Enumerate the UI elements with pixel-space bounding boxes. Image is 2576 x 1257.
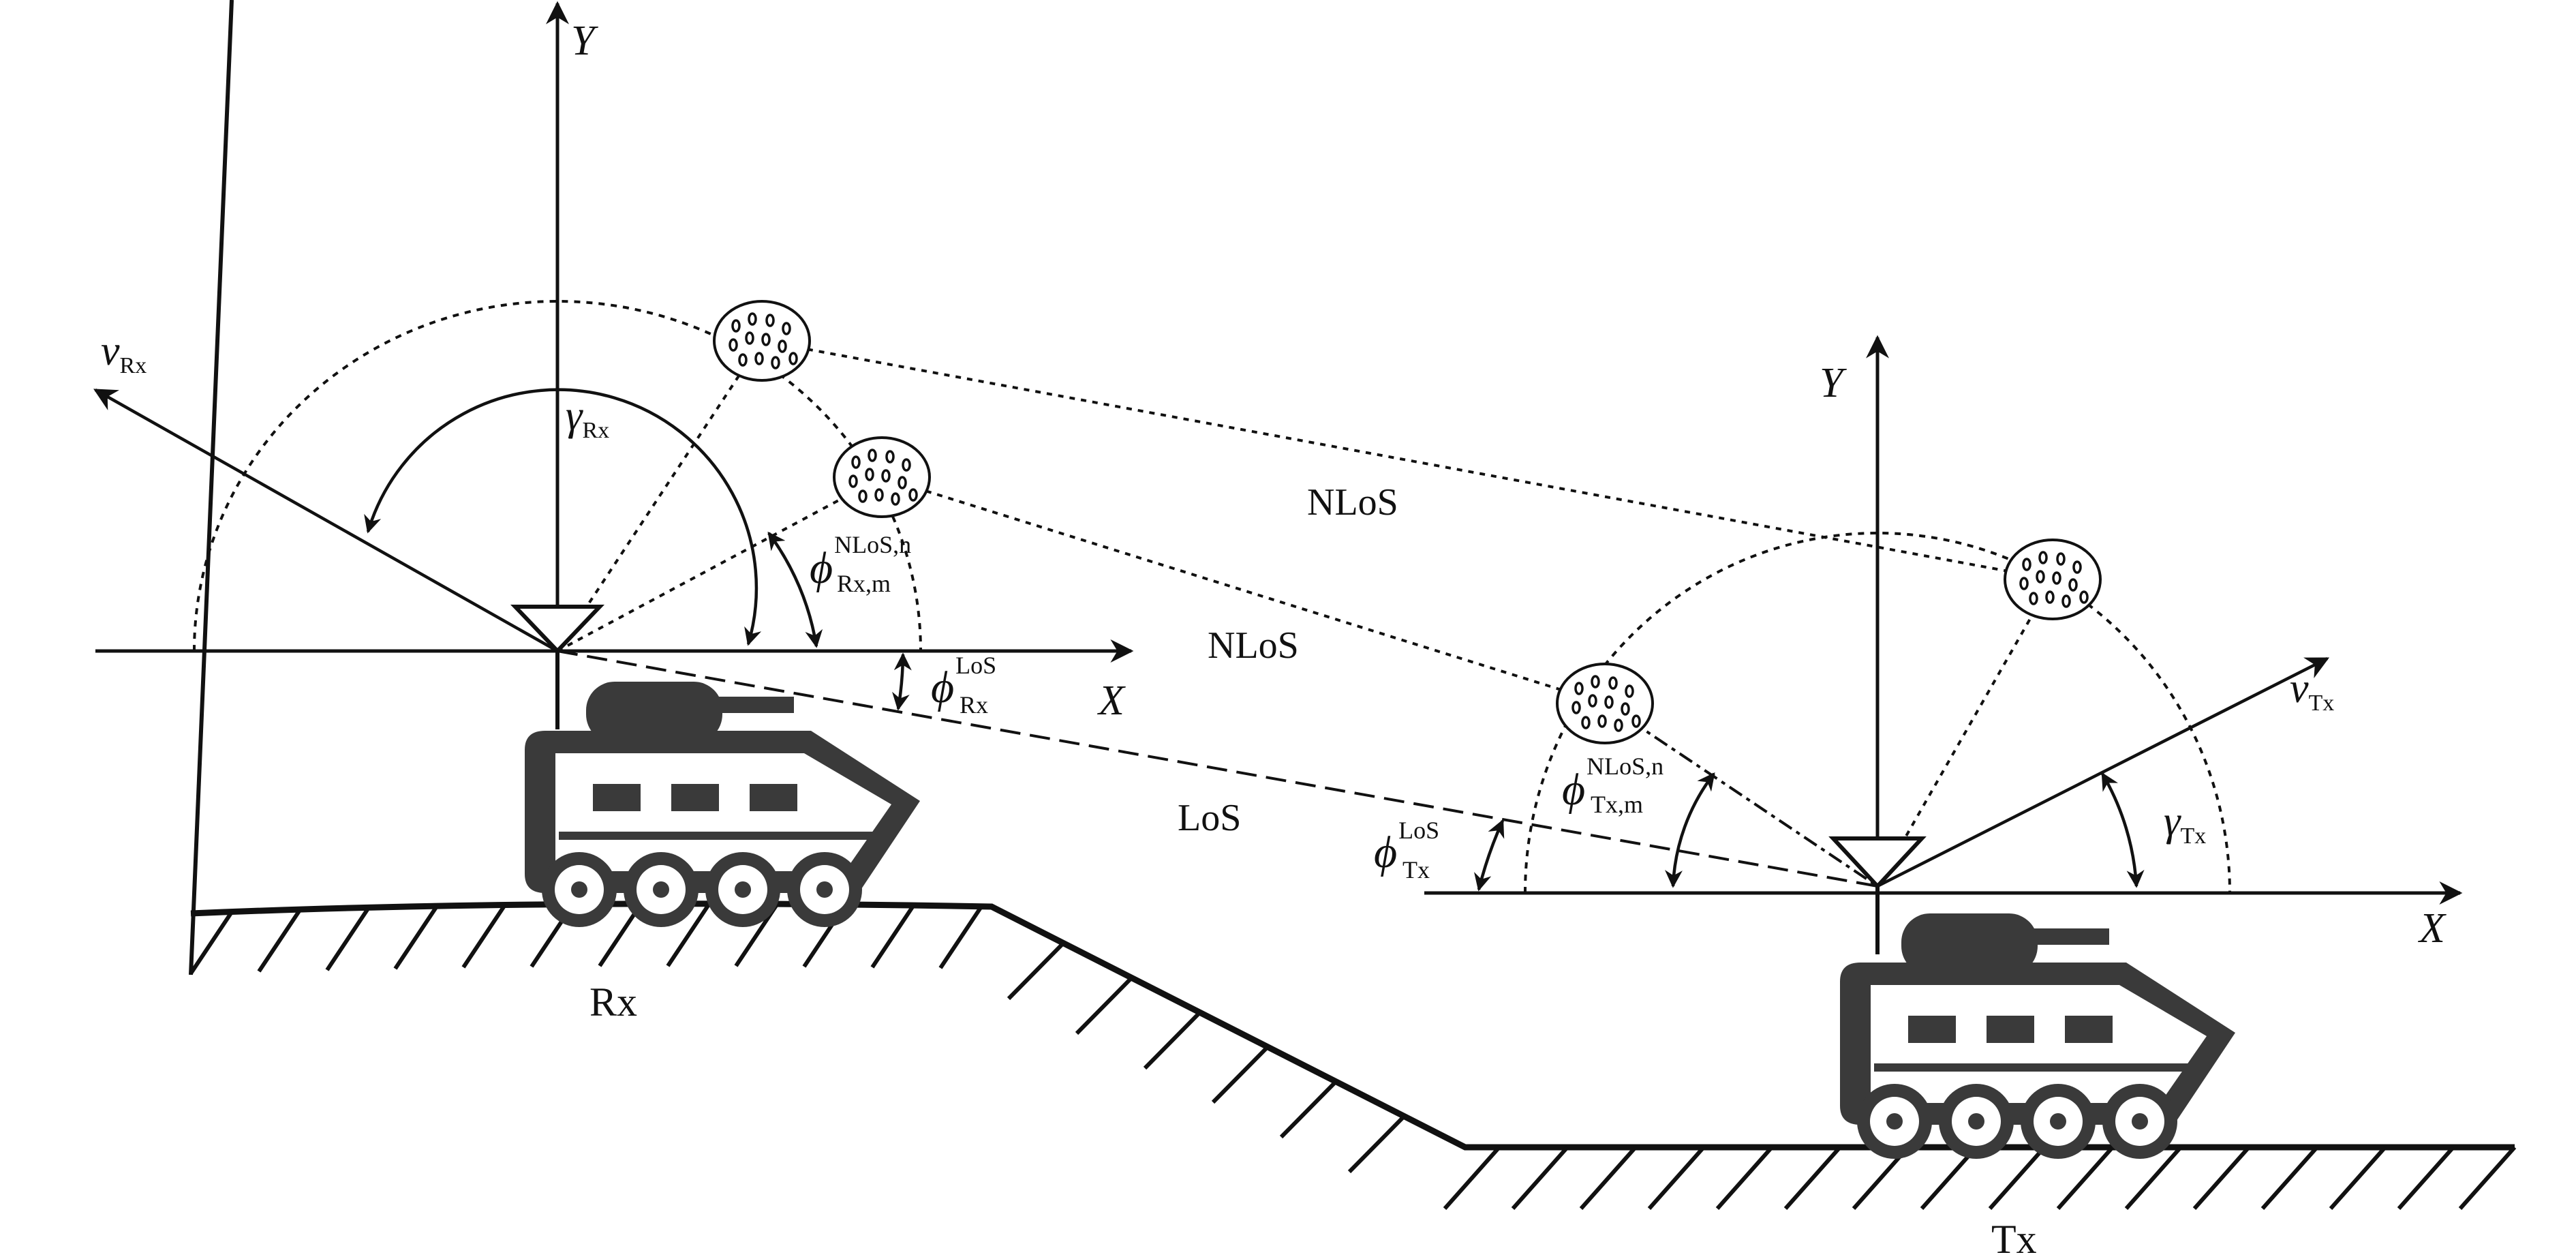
phi-rx-los-label: ϕLoS: [931, 652, 996, 712]
rx-vehicle-icon: [525, 682, 920, 927]
tx-label: Tx: [1991, 1217, 2037, 1257]
gamma-rx-label: γRx: [566, 393, 609, 443]
nlos-upper-path-rx: [556, 339, 763, 652]
scatterer-icon: [833, 436, 931, 518]
tx-antenna-icon: [1828, 836, 1927, 954]
rx-label: Rx: [589, 980, 637, 1025]
nlos-lower-label: NLoS: [1208, 624, 1299, 667]
scatterer-icon: [1556, 663, 1654, 744]
scatterer-icon: [713, 300, 811, 382]
tx-y-axis-label: Y: [1820, 360, 1847, 406]
tx-velocity-arrow: [1876, 656, 2330, 888]
phi-tx-nlos-arc: [1664, 772, 1715, 888]
tx-axes: [1424, 335, 2463, 954]
rx-scatter-ring: [193, 300, 922, 652]
los-path: [557, 650, 1878, 888]
phi-rx-los-arc: [892, 652, 912, 711]
gamma-rx-arc: [364, 388, 762, 646]
phi-rx-nlos-label: ϕNLoS,n: [810, 531, 911, 593]
phi-tx-los-sub: Tx: [1402, 856, 1430, 883]
phi-tx-los-arc: [1474, 819, 1505, 892]
nlos-upper-label: NLoS: [1307, 481, 1398, 524]
rx-x-axis-label: X: [1097, 678, 1126, 724]
nlos-upper-path-tx: [1876, 579, 2054, 887]
phi-tx-nlos-label: ϕNLoS,n: [1562, 753, 1663, 815]
v-rx-label: vRx: [101, 328, 147, 378]
gamma-tx-label: γTx: [2164, 798, 2206, 849]
phi-tx-nlos-sub: Tx,m: [1591, 791, 1643, 818]
v-tx-label: vTx: [2290, 665, 2334, 716]
angle-arcs: [364, 388, 2145, 892]
rx-y-axis-label: Y: [571, 18, 598, 64]
nlos-lower-path-tx: [1604, 702, 1879, 888]
tx-x-axis-label: X: [2417, 905, 2447, 952]
phi-rx-nlos-arc: [767, 531, 823, 648]
scatterer-icon: [2004, 539, 2102, 620]
tx-vehicle-icon: [1840, 913, 2235, 1159]
gamma-tx-arc: [2101, 772, 2145, 888]
nlos-upper-path-mid: [761, 339, 2053, 581]
phi-tx-los-label: ϕLoS: [1374, 817, 1439, 877]
los-label: LoS: [1178, 797, 1241, 839]
phi-rx-nlos-sub: Rx,m: [837, 570, 891, 597]
rx-axes: [95, 1, 1134, 726]
phi-rx-los-sub: Rx: [960, 691, 988, 718]
rx-velocity-arrow: [93, 389, 559, 652]
nlos-lower-path-rx: [557, 476, 883, 652]
